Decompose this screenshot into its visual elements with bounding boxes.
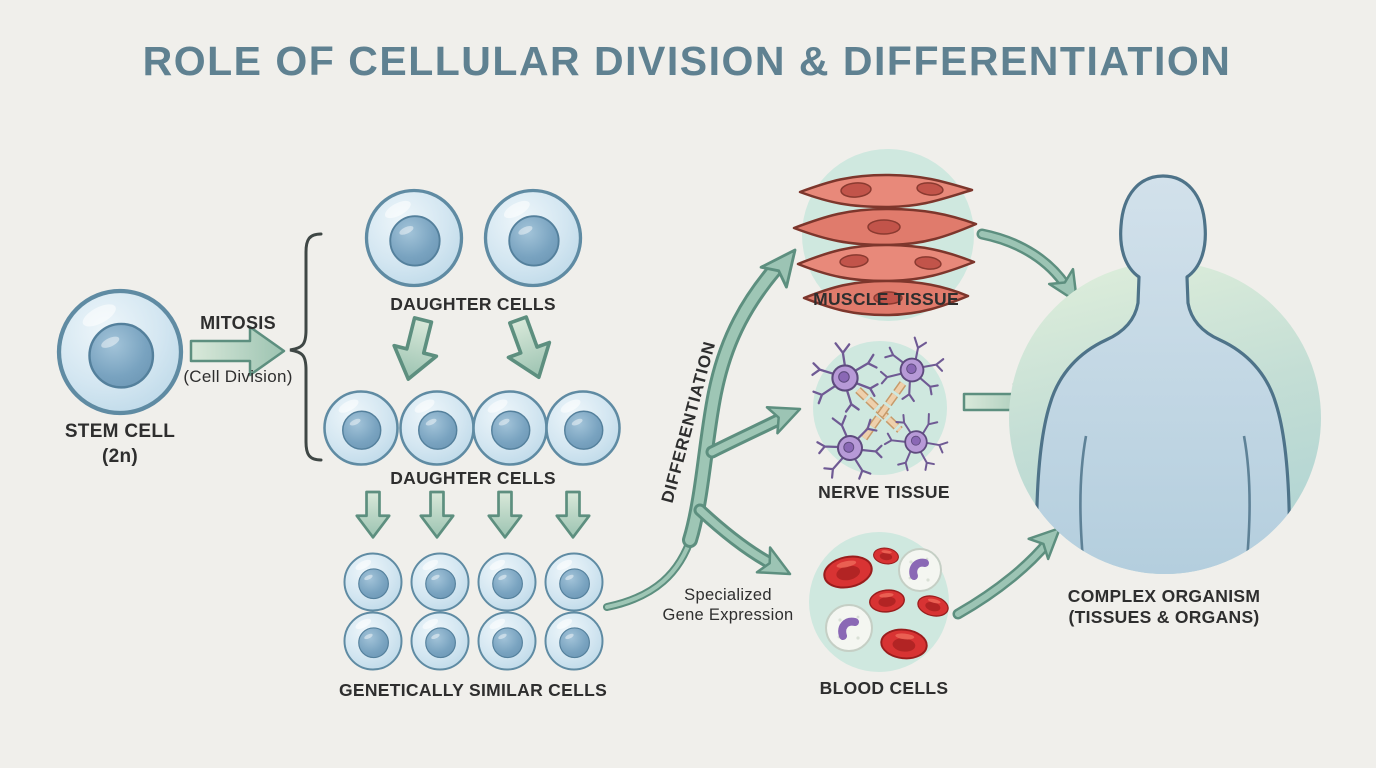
- muscle-to-organism-arrow: [976, 228, 1091, 311]
- blood-to-organism-arrow: [952, 516, 1071, 620]
- stem-cell-label: STEM CELL: [64, 421, 176, 442]
- blood-cells-label: BLOOD CELLS: [819, 678, 949, 698]
- division-arrows-row1: [385, 310, 562, 387]
- blood-cells-illustration: [809, 532, 951, 672]
- daughter-cells-row2: [323, 390, 621, 466]
- organism-illustration: [1009, 174, 1321, 574]
- white-blood-cell: [825, 604, 873, 652]
- specialized-gene-expression-line1: Specialized: [684, 586, 772, 604]
- mitosis-sublabel: (Cell Division): [183, 367, 293, 386]
- complex-organism-label: COMPLEX ORGANISM: [1067, 586, 1261, 606]
- diagram-title: ROLE OF CELLULAR DIVISION & DIFFERENTIAT…: [142, 38, 1232, 84]
- mitosis-arrow-icon: [189, 325, 286, 377]
- mitosis-label: MITOSIS: [200, 313, 276, 333]
- complex-organism-sublabel: (TISSUES & ORGANS): [1068, 607, 1260, 627]
- nerve-tissue-label: NERVE TISSUE: [818, 482, 950, 502]
- genetically-similar-cells: [343, 552, 604, 671]
- white-blood-cell: [898, 548, 942, 592]
- stem-cell-ploidy-label: (2n): [101, 446, 139, 467]
- stem-cell-illustration: [59, 291, 181, 413]
- brace: [289, 232, 323, 462]
- nerve-tissue-illustration: [810, 329, 958, 489]
- genetically-similar-cells-label: GENETICALLY SIMILAR CELLS: [338, 680, 608, 700]
- specialized-gene-expression-line2: Gene Expression: [662, 606, 794, 624]
- division-arrows-row2: [355, 490, 591, 539]
- muscle-tissue-label: MUSCLE TISSUE: [813, 289, 959, 309]
- daughter-cells-row1-label: DAUGHTER CELLS: [390, 294, 556, 314]
- daughter-cells-row2-label: DAUGHTER CELLS: [390, 468, 556, 488]
- daughter-cells-row1: [364, 188, 583, 288]
- muscle-tissue-illustration: [792, 149, 978, 321]
- differentiation-arrows: [603, 238, 810, 611]
